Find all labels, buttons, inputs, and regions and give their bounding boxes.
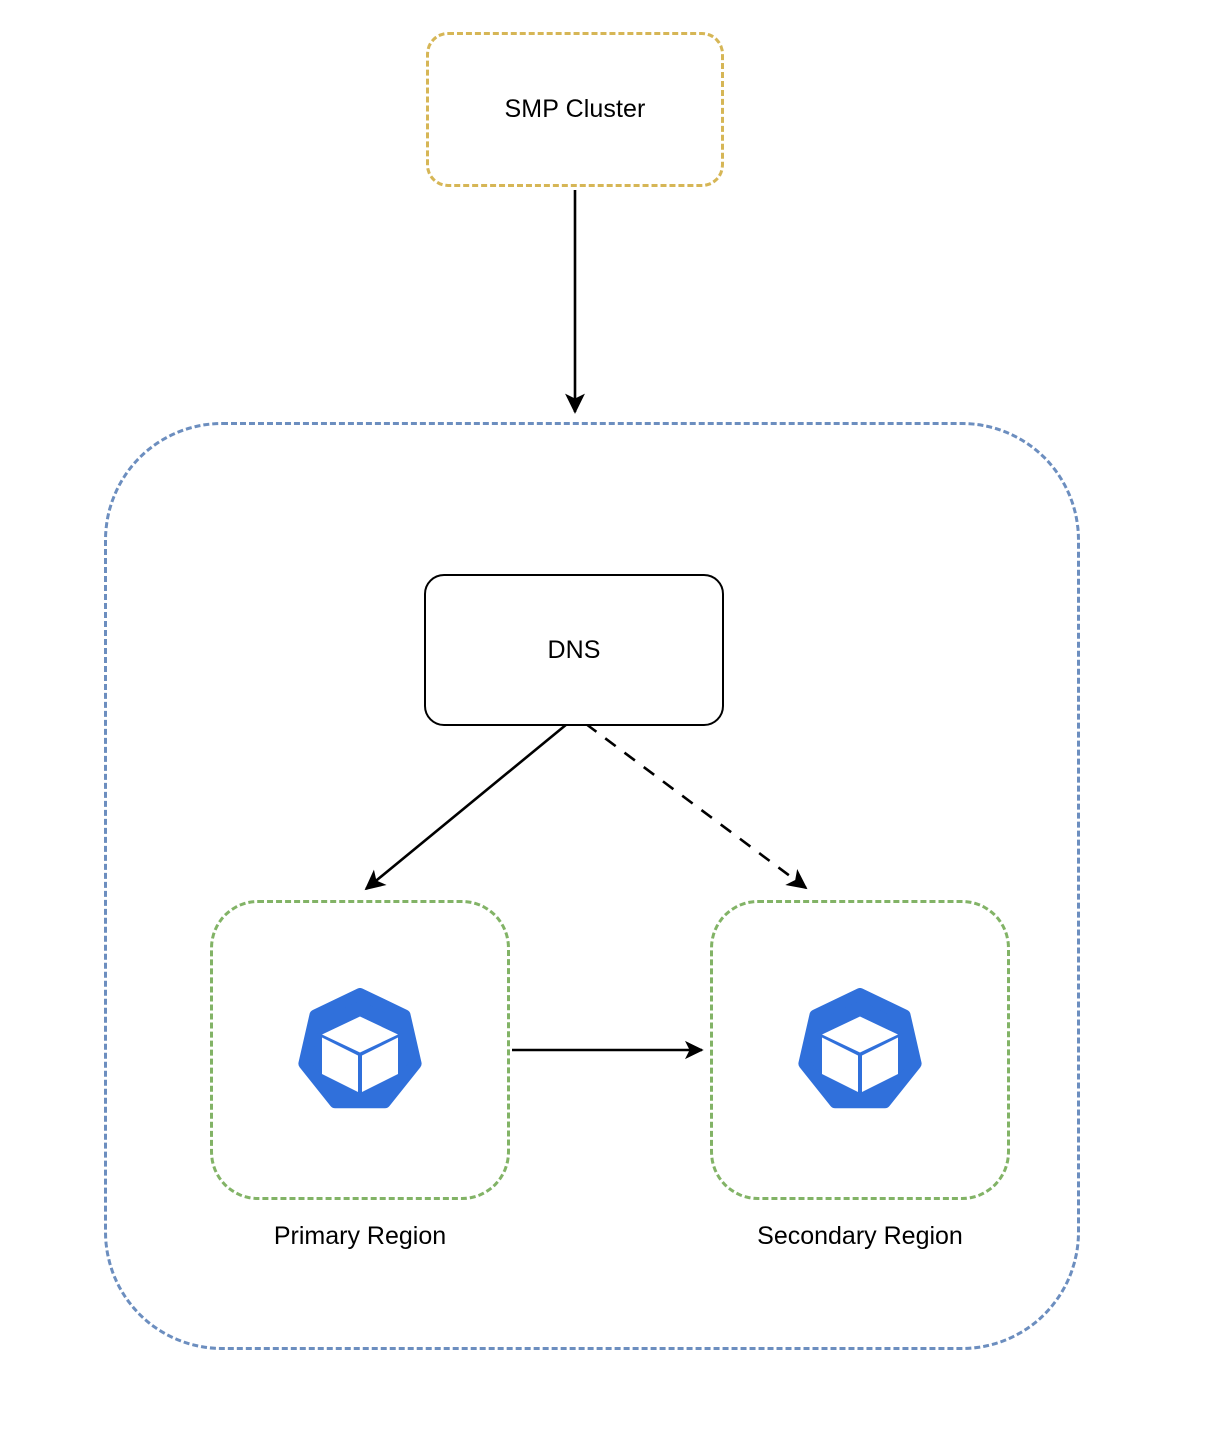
smp-cluster-node[interactable]: SMP Cluster — [426, 32, 724, 187]
smp-cluster-label: SMP Cluster — [504, 95, 646, 124]
kubernetes-icon — [798, 988, 922, 1109]
kubernetes-icon — [298, 988, 422, 1109]
primary-region-box[interactable] — [210, 900, 510, 1200]
dns-label: DNS — [547, 635, 601, 664]
primary-region-label: Primary Region — [273, 1222, 447, 1250]
secondary-region-label: Secondary Region — [757, 1222, 963, 1250]
dns-node[interactable]: DNS — [424, 574, 724, 726]
region-container-node[interactable] — [104, 422, 1080, 1350]
secondary-region-box[interactable] — [710, 900, 1010, 1200]
